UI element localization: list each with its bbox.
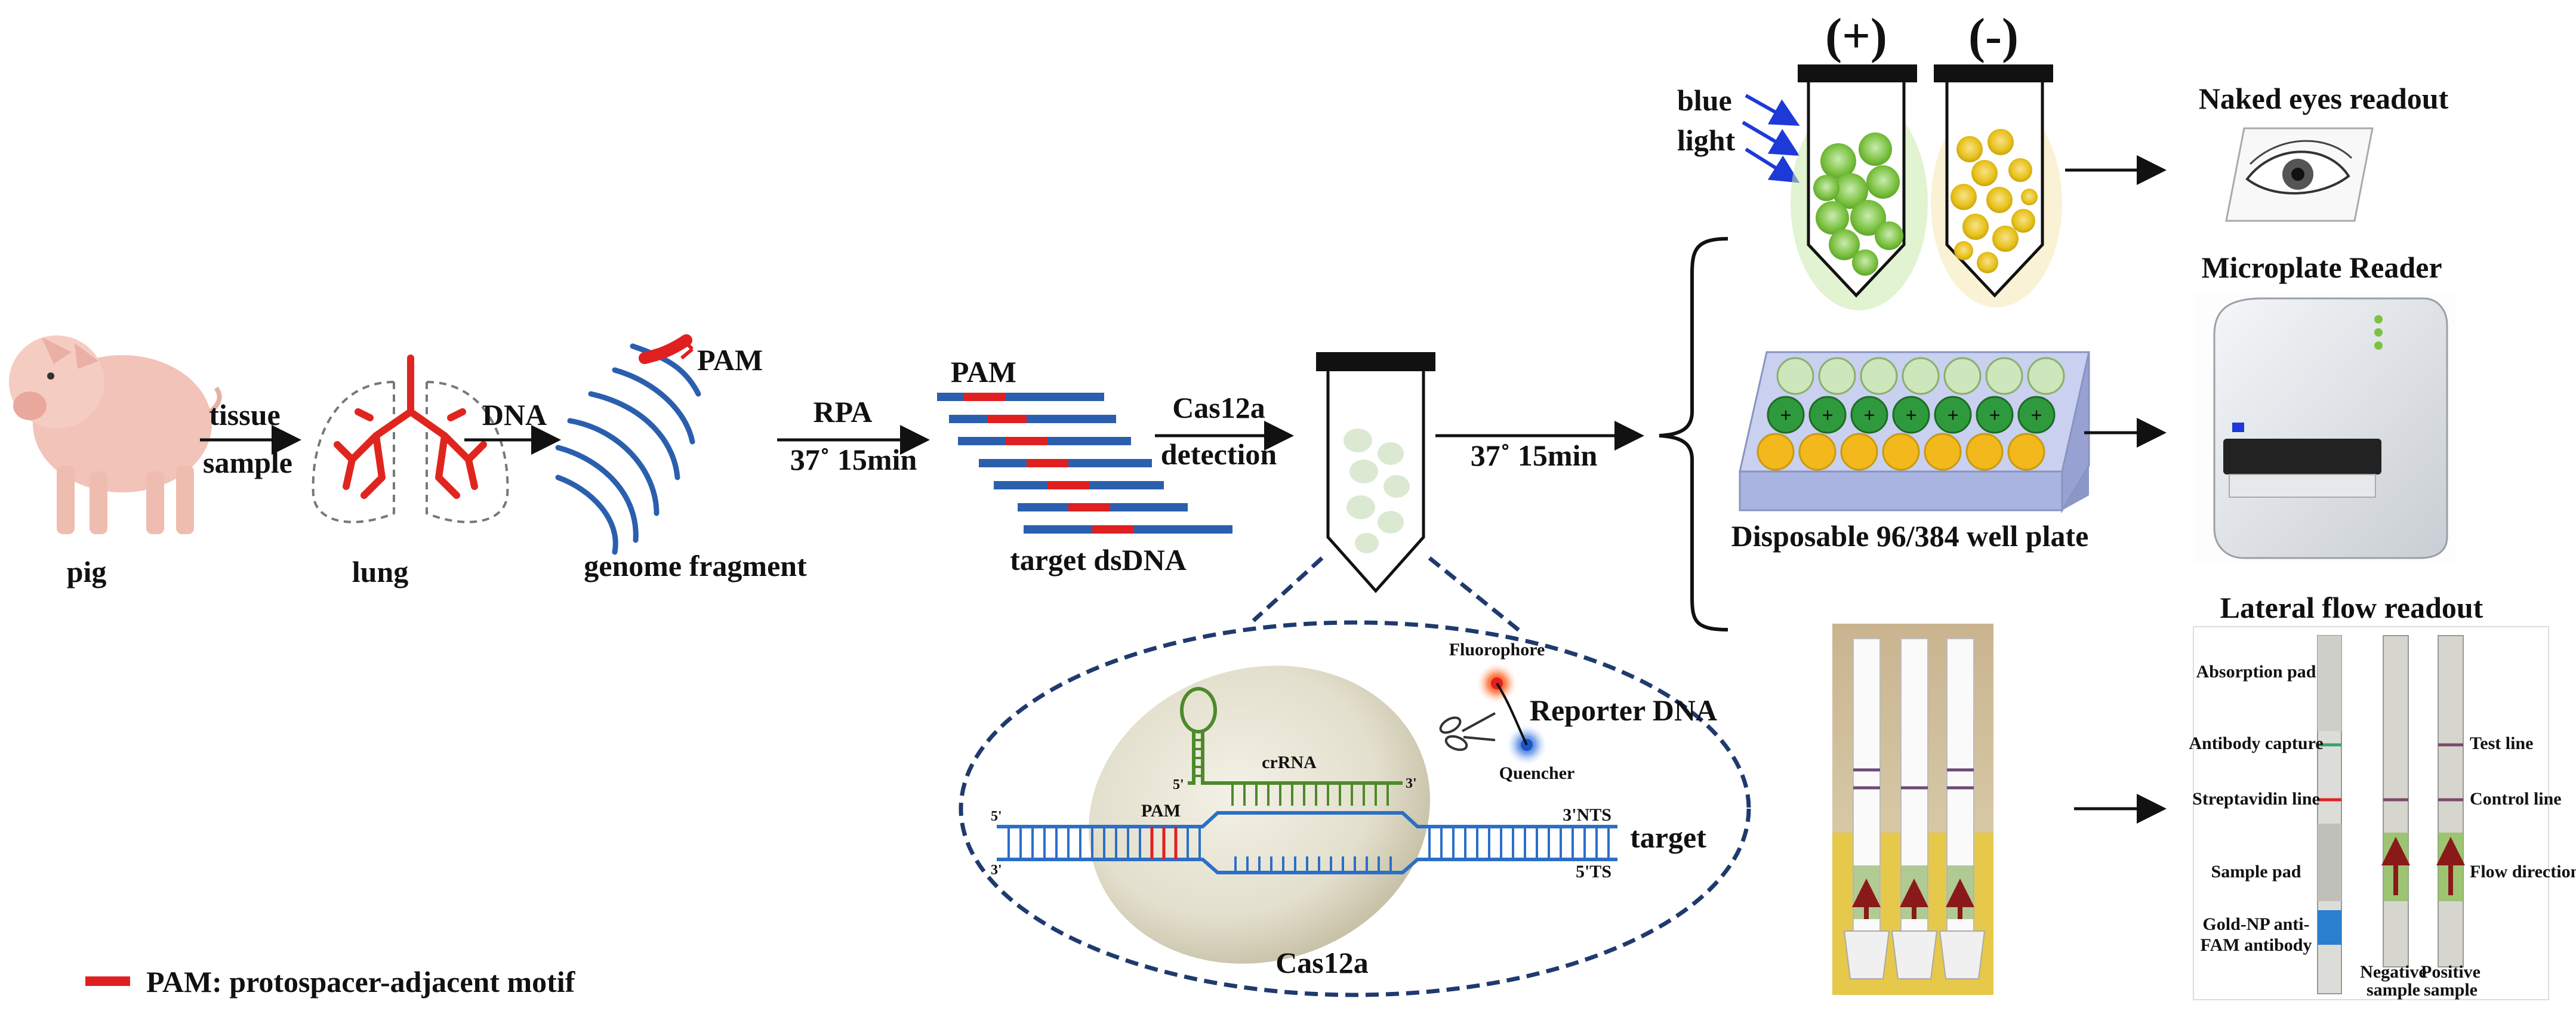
negative-tube-label: (-): [1968, 8, 2019, 64]
fluorophore-label: Fluorophore: [1449, 640, 1545, 659]
target-dsdna-label: target dsDNA: [1010, 543, 1187, 577]
reaction-tube: [1316, 352, 1435, 593]
target-five-prime: 5': [991, 809, 1002, 824]
pam-zoom-label: PAM: [1141, 801, 1181, 821]
rpa-label: RPA: [813, 395, 872, 429]
gold-np-label-1: Gold-NP anti-: [2202, 914, 2309, 934]
target-dsdna-fragments: [937, 393, 1232, 534]
light-label: light: [1677, 124, 1736, 157]
svg-text:+: +: [1947, 405, 1958, 427]
positive-tube-label: (+): [1825, 8, 1887, 64]
genome-fragment-label: genome fragment: [584, 549, 807, 583]
lateral-flow-strip-diagram: [2193, 626, 2549, 1000]
negative-tube: [1931, 64, 2062, 307]
mechanism-zoom: [959, 556, 1751, 997]
positive-tube: [1791, 64, 1928, 310]
legend-pam-swatch: [85, 976, 130, 986]
test-line-label: Test line: [2470, 734, 2533, 753]
streptavidin-line-label: Streptavidin line: [2192, 789, 2320, 809]
svg-text:+: +: [1989, 405, 2000, 427]
cas12a-label: Cas12a: [1172, 391, 1265, 424]
crrna-label: crRNA: [1262, 753, 1317, 772]
svg-text:+: +: [2030, 405, 2042, 427]
svg-text:+: +: [1905, 405, 1916, 427]
incubation-label: 37˚ 15min: [1471, 439, 1598, 472]
microplate-reader-label: Microplate Reader: [2201, 251, 2442, 284]
svg-text:+: +: [1822, 405, 1833, 427]
cas12a-zoom-label: Cas12a: [1275, 946, 1369, 979]
naked-eyes-label: Naked eyes readout: [2199, 82, 2449, 115]
blue-label: blue: [1677, 84, 1732, 117]
lateral-flow-label: Lateral flow readout: [2220, 591, 2483, 624]
crrna-five-prime: 5': [1173, 777, 1184, 793]
ts-label: 5'TS: [1576, 862, 1611, 882]
svg-text:+: +: [1780, 405, 1791, 427]
negative-sample-label-1: Negative: [2360, 962, 2427, 982]
lung-illustration: [312, 355, 509, 523]
pam-marker-genome: [639, 334, 692, 364]
reporter-dna-label: Reporter DNA: [1530, 694, 1717, 727]
gold-np-label-2: FAM antibody: [2201, 935, 2312, 955]
positive-sample-label-2: sample: [2424, 980, 2478, 1000]
sample-pad-label: Sample pad: [2211, 862, 2301, 882]
nts-label: 3'NTS: [1563, 805, 1611, 825]
pig-label: pig: [67, 555, 107, 588]
rpa-condition-label: 37˚ 15min: [790, 443, 917, 476]
detection-label: detection: [1161, 437, 1277, 471]
svg-text:+: +: [1863, 405, 1875, 427]
readout-bracket: [1659, 237, 1728, 631]
well-plate-label: Disposable 96/384 well plate: [1731, 519, 2089, 553]
antibody-capture-label: Antibody capture: [2189, 734, 2323, 753]
target-three-prime: 3': [991, 862, 1002, 878]
flow-direction-label: Flow direction: [2470, 862, 2576, 882]
eye-sketch: [2225, 127, 2374, 222]
legend-pam-label: PAM: protospacer-adjacent motif: [146, 965, 576, 998]
quencher-label: Quencher: [1499, 763, 1575, 783]
crrna-three-prime: 3': [1406, 776, 1417, 791]
control-line-label: Control line: [2470, 789, 2562, 809]
lung-label: lung: [352, 555, 409, 588]
microplate-reader-device: [2193, 292, 2456, 564]
blue-light-arrows: [1742, 94, 1800, 183]
negative-sample-label-2: sample: [2367, 980, 2420, 1000]
pig-illustration: [9, 335, 222, 534]
positive-sample-label-1: Positive: [2421, 962, 2481, 982]
well-plate: + + + + + + +: [1739, 351, 2090, 514]
pam-target-label: PAM: [951, 355, 1016, 389]
genome-fragment-strands: [555, 343, 701, 555]
dna-label: DNA: [482, 398, 547, 432]
pam-genome-label: PAM: [697, 343, 763, 377]
tissue-label: tissue: [209, 398, 280, 432]
absorption-pad-label: Absorption pad: [2196, 662, 2316, 682]
lateral-flow-photo: [1832, 624, 1993, 995]
target-label: target: [1630, 821, 1706, 854]
sample-label: sample: [203, 446, 292, 479]
